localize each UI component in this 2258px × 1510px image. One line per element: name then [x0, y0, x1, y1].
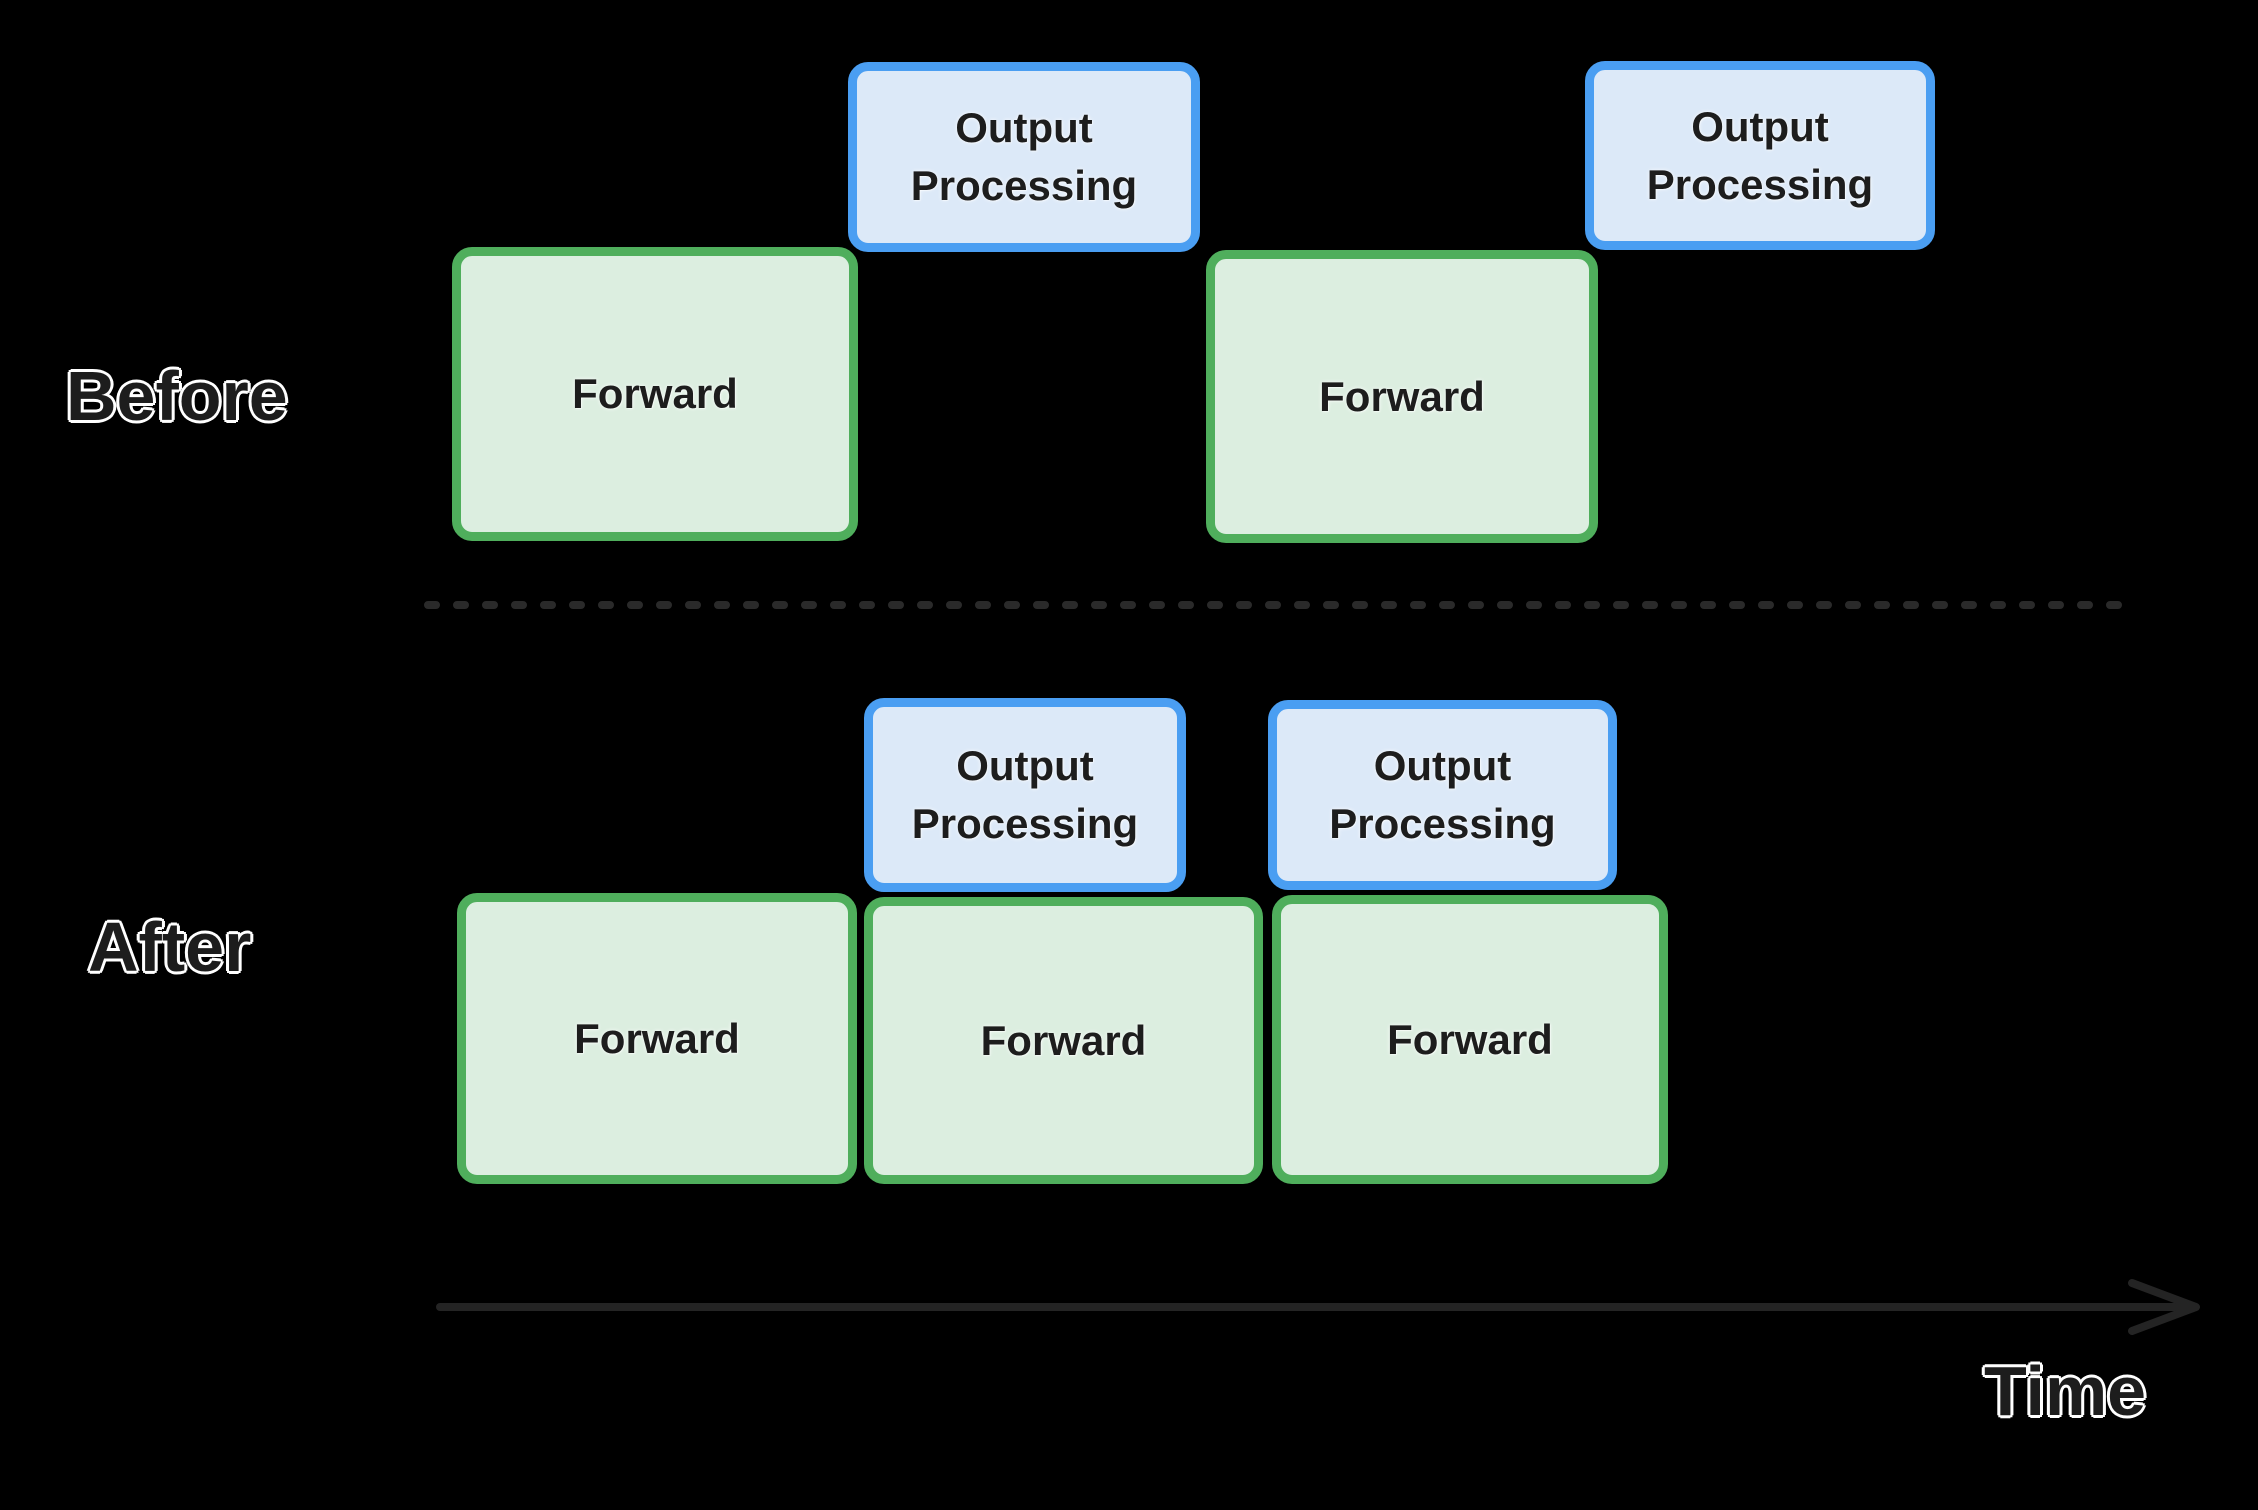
- before-forward-box-1-label: Forward: [572, 370, 738, 418]
- before-output-processing-box-2: Output Processing: [1585, 61, 1935, 250]
- after-output-processing-box-2-label: Output Processing: [1329, 742, 1556, 847]
- after-section-label: After: [88, 908, 252, 986]
- after-forward-box-2-label: Forward: [980, 1016, 1147, 1064]
- after-output-processing-box-1: Output Processing: [864, 698, 1186, 892]
- before-section-label: Before: [66, 357, 288, 435]
- after-forward-box-3-label: Forward: [1387, 1015, 1553, 1063]
- before-output-processing-box-1: Output Processing: [848, 62, 1200, 252]
- after-output-processing-box-2: Output Processing: [1268, 700, 1617, 890]
- time-axis-arrowhead-icon: [2128, 1279, 2200, 1335]
- time-axis-label: Time: [1984, 1352, 2147, 1430]
- before-forward-box-2-label: Forward: [1319, 372, 1485, 420]
- after-forward-box-3: Forward: [1272, 895, 1668, 1184]
- before-forward-box-1: Forward: [452, 247, 858, 541]
- after-forward-box-1-label: Forward: [574, 1014, 740, 1062]
- before-output-processing-box-2-label: Output Processing: [1646, 102, 1874, 208]
- after-forward-box-1: Forward: [457, 893, 857, 1184]
- after-forward-box-2: Forward: [864, 897, 1263, 1184]
- before-output-processing-box-1-label: Output Processing: [910, 104, 1138, 209]
- after-output-processing-box-1-label: Output Processing: [911, 742, 1139, 847]
- before-forward-box-2: Forward: [1206, 250, 1598, 543]
